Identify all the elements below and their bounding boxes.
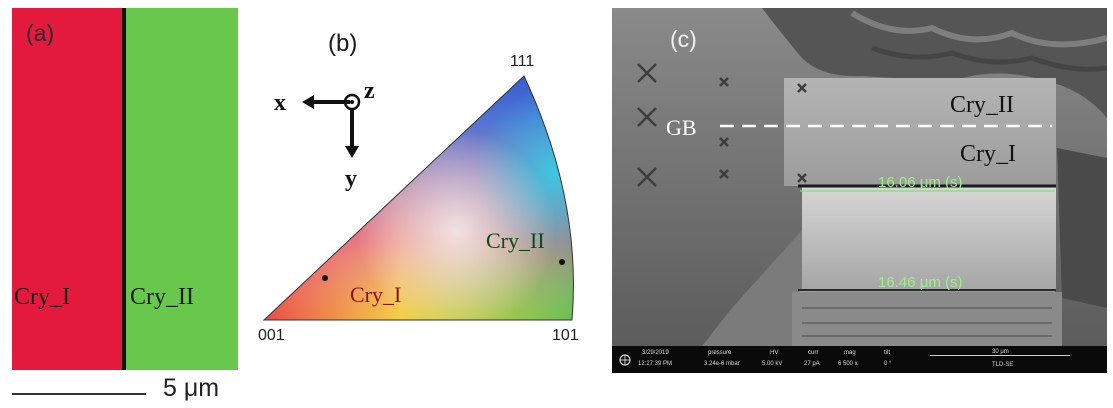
cry-ii-orientation-point (559, 259, 565, 265)
ipf-cry-ii-label: Cry_II (486, 228, 545, 253)
corner-101-label: 101 (552, 327, 579, 344)
cry-i-label: Cry_I (14, 284, 70, 310)
sem-scale-bar (930, 355, 1070, 356)
info-date: 3/29/2019 (642, 350, 669, 356)
z-axis-label: z (364, 78, 375, 104)
sem-cry-ii-label: Cry_II (950, 92, 1014, 118)
cry-ii-region (125, 8, 238, 370)
sem-info-bar: 3/29/2019 12:27:39 PM pressure 3.24e-6 m… (612, 346, 1107, 373)
ipf-cry-i-label: Cry_I (350, 282, 401, 307)
scale-bar-label: 5 μm (163, 374, 220, 402)
gb-label: GB (666, 115, 697, 140)
info-hv-label: HV (770, 350, 779, 356)
fiducial-markers (637, 63, 807, 187)
info-hv: 5.00 kV (762, 361, 783, 367)
measure-top-label: 16.06 μm (s) (878, 174, 963, 191)
cry-i-orientation-point (322, 275, 328, 281)
info-tilt-label: tilt (884, 350, 890, 356)
panel-b-label: (b) (328, 30, 358, 57)
info-detector: TLD-SE (992, 362, 1014, 368)
sem-cry-i-label: Cry_I (960, 141, 1016, 167)
scale-bar (12, 393, 146, 395)
info-pressure: 3.24e-6 mbar (704, 361, 740, 367)
instrument-logo-icon (619, 354, 631, 366)
panel-c-label: (c) (670, 26, 697, 52)
info-time: 12:27:39 PM (638, 361, 673, 367)
grain-map-panel (12, 8, 238, 370)
info-pressure-label: pressure (708, 350, 732, 356)
info-scale: 30 μm (992, 349, 1009, 355)
cry-ii-label: Cry_II (130, 284, 194, 310)
ipf-triangle-svg: x z y 111 001 101 Cry_I Cry_II (258, 53, 579, 344)
corner-111-label: 111 (510, 53, 534, 70)
sem-image-svg (612, 8, 1107, 346)
cry-i-region (12, 8, 123, 370)
y-axis-label: y (345, 166, 357, 192)
info-mag-label: mag (844, 350, 856, 356)
measure-bottom-label: 16.46 μm (s) (878, 274, 963, 291)
ipf-triangle-panel: x z y 111 001 101 Cry_I Cry_II (252, 20, 582, 360)
x-axis-label: x (274, 90, 286, 116)
sem-image-panel: (c) GB Cry_II Cry_I 16.06 μm (s) 16.46 μ… (612, 8, 1107, 373)
grain-boundary-line (122, 8, 126, 370)
panel-a-label: (a) (26, 20, 55, 46)
info-mag: 6 500 x (838, 361, 858, 367)
info-curr-label: curr (808, 350, 819, 356)
info-tilt: 0 ° (884, 361, 892, 367)
corner-001-label: 001 (258, 327, 285, 344)
info-curr: 27 pA (804, 361, 820, 367)
